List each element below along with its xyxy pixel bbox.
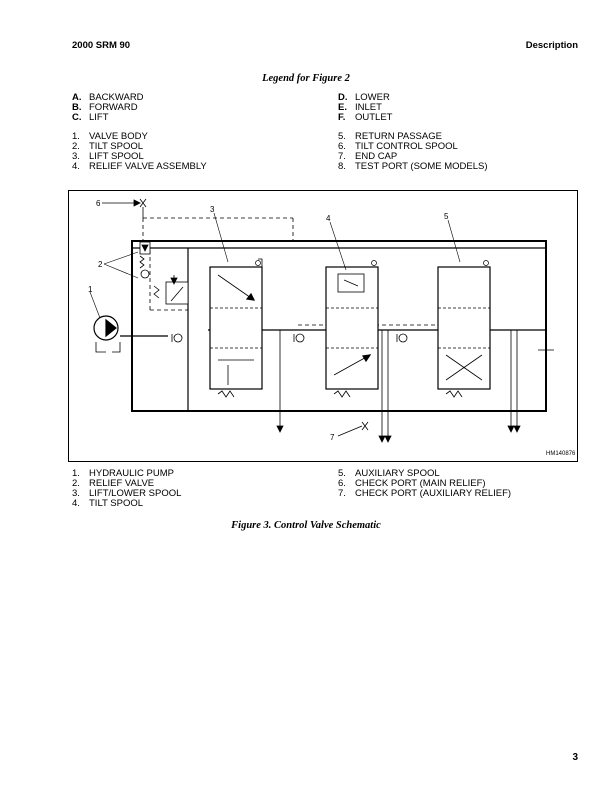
- callout-1: 1: [88, 285, 93, 294]
- callout-leaders: [89, 212, 461, 319]
- list-item: 1.VALVE BODY: [72, 131, 148, 142]
- test-port-markers: [102, 198, 369, 437]
- tilt-spool: [325, 260, 379, 398]
- callout-3: 3: [210, 205, 215, 214]
- figure-caption: Figure 3. Control Valve Schematic: [231, 520, 381, 531]
- list-item: 4.RELIEF VALVE ASSEMBLY: [72, 161, 207, 172]
- list-item: A.BACKWARD: [72, 92, 144, 103]
- callout-2: 2: [98, 260, 103, 269]
- list-item: 8.TEST PORT (SOME MODELS): [338, 161, 488, 172]
- work-port-lines: [276, 330, 554, 443]
- list-item: B.FORWARD: [72, 102, 138, 113]
- legend-letters-right: D.LOWER E.INLET F.OUTLET: [338, 93, 392, 123]
- list-item: 5.RETURN PASSAGE: [338, 131, 442, 142]
- list-item: 3.LIFT/LOWER SPOOL: [72, 488, 182, 499]
- list-item: C.LIFT: [72, 112, 109, 123]
- valve-body-outline: [131, 240, 547, 412]
- callout-6: 6: [96, 199, 101, 208]
- figure-border: [68, 190, 578, 462]
- legend-title: Legend for Figure 2: [262, 73, 350, 84]
- list-item: 1.HYDRAULIC PUMP: [72, 468, 174, 479]
- list-item: D.LOWER: [338, 92, 390, 103]
- figure-code: HM140876: [546, 451, 576, 457]
- list-item: 5.AUXILIARY SPOOL: [338, 468, 440, 479]
- list-item: 4.TILT SPOOL: [72, 498, 144, 509]
- list-item: 3.LIFT SPOOL: [72, 151, 144, 162]
- lift-lower-spool: [209, 258, 263, 398]
- pilot-dashed-lines: [142, 217, 448, 326]
- list-item: 2.RELIEF VALVE: [72, 478, 155, 489]
- callout-5: 5: [444, 212, 449, 221]
- list-item: 6.CHECK PORT (MAIN RELIEF): [338, 478, 486, 489]
- list-item: 7.CHECK PORT (AUXILIARY RELIEF): [338, 488, 512, 499]
- hydraulic-pump-icon: [93, 315, 121, 353]
- relief-valve-aux: [153, 275, 189, 305]
- header-left: 2000 SRM 90: [72, 40, 131, 51]
- legend-numbers-left: 1.VALVE BODY 2.TILT SPOOL 3.LIFT SPOOL 4…: [72, 132, 207, 172]
- list-item: F.OUTLET: [338, 112, 393, 123]
- list-item: 6.TILT CONTROL SPOOL: [338, 141, 458, 152]
- legend-letters-left: A.BACKWARD B.FORWARD C.LIFT: [72, 93, 144, 123]
- legend-numbers-right: 5.RETURN PASSAGE 6.TILT CONTROL SPOOL 7.…: [338, 132, 488, 172]
- callout-labels: 1 2 3 4 5 6 7 HM140876: [88, 199, 576, 457]
- figure-parts-right: 5.AUXILIARY SPOOL 6.CHECK PORT (MAIN REL…: [338, 469, 511, 499]
- control-valve-schematic: 1 2 3 4 5 6 7 HM140876: [68, 190, 578, 462]
- list-item: E.INLET: [338, 102, 382, 113]
- list-item: 2.TILT SPOOL: [72, 141, 144, 152]
- auxiliary-spool: [437, 260, 491, 398]
- list-item: 7.END CAP: [338, 151, 398, 162]
- header-right: Description: [525, 40, 578, 51]
- check-valves: [171, 333, 408, 343]
- figure-parts-left: 1.HYDRAULIC PUMP 2.RELIEF VALVE 3.LIFT/L…: [72, 469, 181, 509]
- relief-valve: [139, 241, 151, 279]
- callout-7: 7: [330, 433, 335, 442]
- callout-4: 4: [326, 214, 331, 223]
- page-number: 3: [572, 752, 578, 763]
